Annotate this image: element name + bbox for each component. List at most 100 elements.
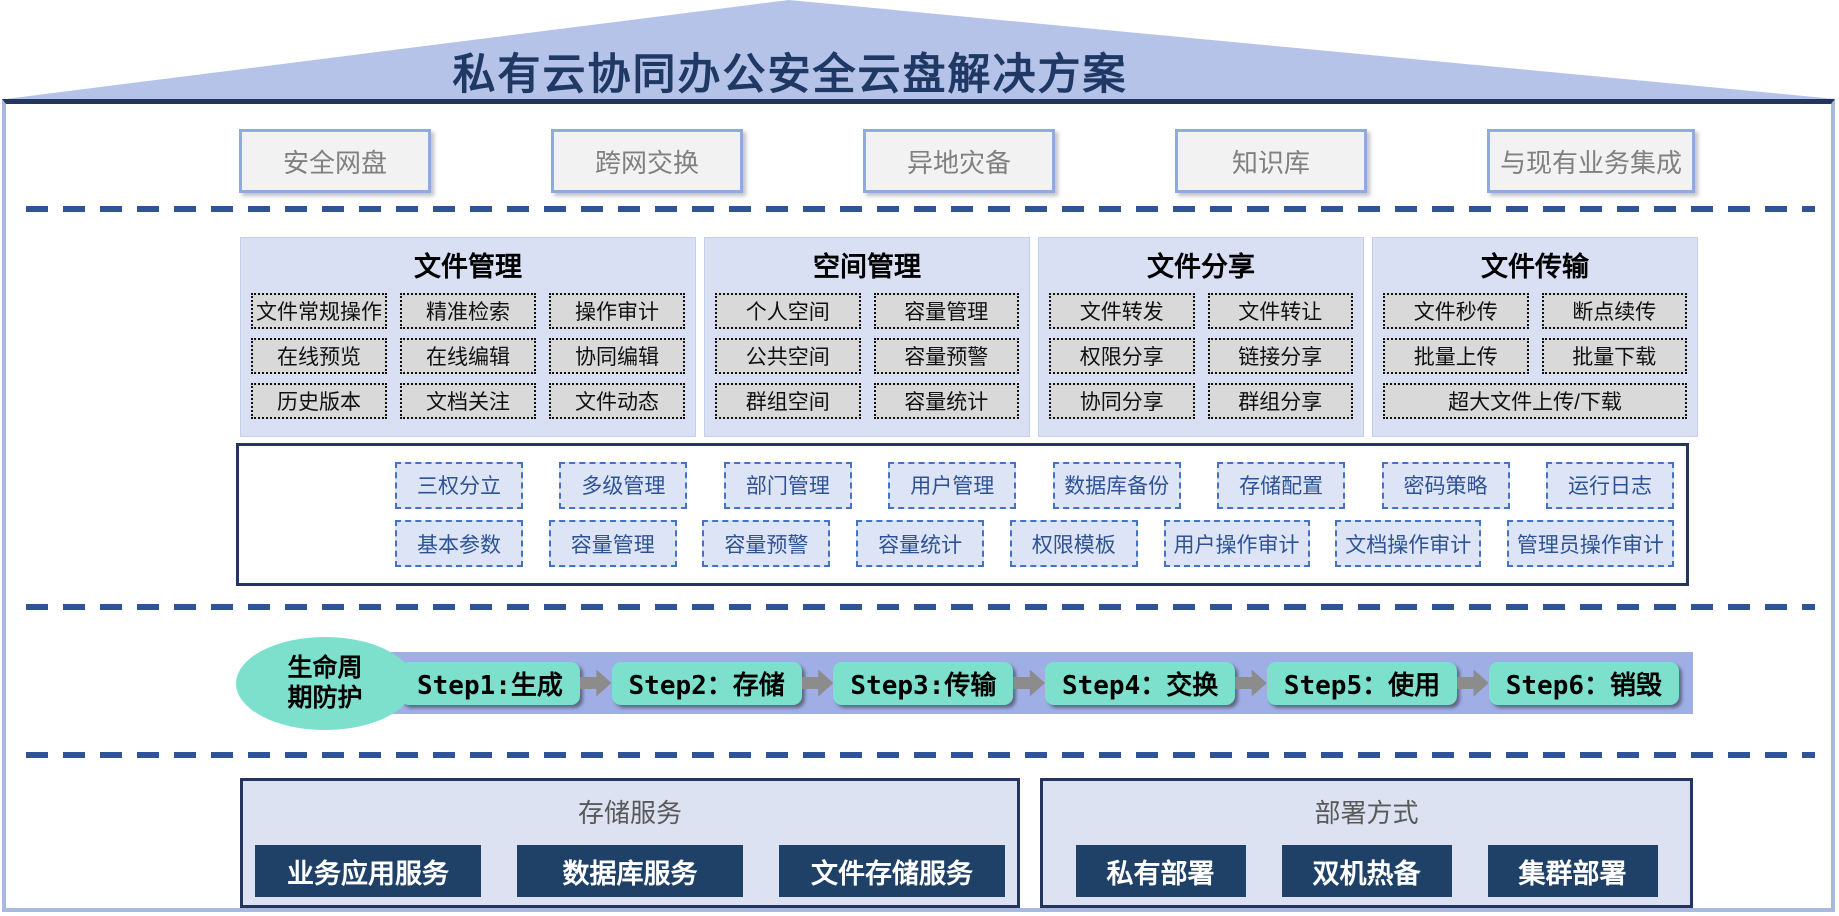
storage-buttons-row: 业务应用服务 数据库服务 文件存储服务	[243, 845, 1017, 897]
feature-item: 超大文件上传/下载	[1383, 383, 1687, 419]
capability-box-knowledge-base: 知识库	[1175, 129, 1367, 193]
admin-item: 部门管理	[723, 461, 852, 509]
feature-item: 文件动态	[549, 383, 685, 419]
feature-item: 操作审计	[549, 293, 685, 329]
admin-row: 三权分立 多级管理 部门管理 用户管理 数据库备份 存储配置 密码策略 运行日志	[395, 461, 1674, 509]
main-frame	[2, 99, 1835, 912]
feature-item: 文件转让	[1207, 293, 1353, 329]
feature-row: 文件转发 文件转让	[1049, 293, 1353, 329]
column-title: 文件传输	[1481, 252, 1589, 282]
admin-item: 管理员操作审计	[1506, 520, 1674, 568]
feature-item: 文件秒传	[1383, 293, 1529, 329]
arrow-right-icon	[1013, 669, 1045, 697]
feature-row: 公共空间 容量预警	[715, 338, 1019, 374]
section-title: 部署方式	[1314, 798, 1419, 828]
feature-item: 批量下载	[1541, 338, 1687, 374]
admin-panel: 三权分立 多级管理 部门管理 用户管理 数据库备份 存储配置 密码策略 运行日志…	[236, 443, 1689, 586]
arrow-right-icon	[579, 669, 612, 697]
admin-item: 三权分立	[395, 461, 523, 509]
deployment-buttons-row: 私有部署 双机热备 集群部署	[1043, 845, 1690, 897]
feature-columns: 文件管理 文件常规操作 精准检索 操作审计 在线预览 在线编辑 协同编辑 历史版…	[240, 237, 1698, 437]
feature-item: 文档关注	[400, 383, 536, 419]
lifecycle-step: Step4：交换	[1044, 661, 1236, 705]
column-space-management: 空间管理 个人空间 容量管理 公共空间 容量预警 群组空间 容量统计	[704, 237, 1030, 437]
feature-item: 公共空间	[715, 338, 861, 374]
dashed-separator-top	[26, 206, 1815, 212]
lifecycle-step: Step5：使用	[1266, 661, 1458, 705]
admin-item: 存储配置	[1217, 461, 1346, 509]
feature-item: 权限分享	[1049, 338, 1195, 374]
feature-item: 个人空间	[715, 293, 861, 329]
column-title: 空间管理	[813, 252, 921, 282]
admin-item: 容量管理	[548, 520, 677, 568]
column-title: 文件管理	[414, 252, 522, 282]
feature-row: 权限分享 链接分享	[1049, 338, 1353, 374]
lifecycle-step: Step3:传输	[833, 661, 1014, 705]
admin-item: 基本参数	[395, 520, 523, 568]
column-file-transfer: 文件传输 文件秒传 断点续传 批量上传 批量下载 超大文件上传/下载	[1372, 237, 1698, 437]
feature-item: 文件常规操作	[251, 293, 387, 329]
admin-item: 密码策略	[1381, 461, 1510, 509]
storage-service-item: 文件存储服务	[779, 845, 1005, 897]
admin-row: 基本参数 容量管理 容量预警 容量统计 权限模板 用户操作审计 文档操作审计 管…	[395, 520, 1674, 568]
admin-item: 用户操作审计	[1163, 520, 1310, 568]
feature-item: 容量统计	[873, 383, 1019, 419]
feature-row: 文件秒传 断点续传	[1383, 293, 1687, 329]
storage-service-item: 业务应用服务	[255, 845, 481, 897]
feature-item: 历史版本	[251, 383, 387, 419]
feature-item: 在线编辑	[400, 338, 536, 374]
lifecycle-badge: 生命周 期防护	[236, 637, 414, 730]
feature-item: 在线预览	[251, 338, 387, 374]
column-file-sharing: 文件分享 文件转发 文件转让 权限分享 链接分享 协同分享 群组分享	[1038, 237, 1364, 437]
column-file-management: 文件管理 文件常规操作 精准检索 操作审计 在线预览 在线编辑 协同编辑 历史版…	[240, 237, 696, 437]
capability-box-integration: 与现有业务集成	[1487, 129, 1695, 193]
storage-services-box: 存储服务 业务应用服务 数据库服务 文件存储服务	[240, 778, 1020, 908]
admin-item: 容量统计	[856, 520, 985, 568]
capability-box-remote-disaster: 异地灾备	[863, 129, 1055, 193]
feature-item: 协同分享	[1049, 383, 1195, 419]
arrow-right-icon	[1457, 669, 1489, 697]
dashed-separator-bottom	[26, 752, 1815, 758]
feature-item: 批量上传	[1383, 338, 1529, 374]
deployment-mode-item: 集群部署	[1487, 845, 1658, 897]
capability-box-secure-netdisk: 安全网盘	[239, 129, 431, 193]
lifecycle-badge-line: 期防护	[287, 683, 363, 712]
arrow-right-icon	[1235, 669, 1267, 697]
feature-item: 协同编辑	[549, 338, 685, 374]
feature-row: 协同分享 群组分享	[1049, 383, 1353, 419]
feature-row: 在线预览 在线编辑 协同编辑	[251, 338, 685, 374]
admin-item: 容量预警	[702, 520, 831, 568]
admin-item: 运行日志	[1545, 461, 1674, 509]
feature-item: 群组空间	[715, 383, 861, 419]
deployment-modes-box: 部署方式 私有部署 双机热备 集群部署	[1040, 778, 1693, 908]
feature-item: 容量预警	[873, 338, 1019, 374]
deployment-mode-item: 双机热备	[1281, 845, 1452, 897]
lifecycle-step: Step2：存储	[611, 661, 802, 705]
capability-box-cross-network: 跨网交换	[551, 129, 743, 193]
top-capability-row: 安全网盘 跨网交换 异地灾备 知识库 与现有业务集成	[239, 129, 1695, 193]
page-title: 私有云协同办公安全云盘解决方案	[452, 51, 1128, 99]
column-title: 文件分享	[1147, 252, 1255, 282]
feature-item: 容量管理	[873, 293, 1019, 329]
dashed-separator-middle	[26, 604, 1815, 610]
section-title: 存储服务	[577, 798, 682, 828]
admin-item: 多级管理	[559, 461, 688, 509]
feature-row: 超大文件上传/下载	[1383, 383, 1687, 419]
feature-row: 文件常规操作 精准检索 操作审计	[251, 293, 685, 329]
deployment-mode-item: 私有部署	[1075, 845, 1246, 897]
storage-service-item: 数据库服务	[517, 845, 743, 897]
lifecycle-bar: Step1:生成 Step2：存储 Step3:传输 Step4：交换 Step…	[352, 652, 1693, 714]
lifecycle-step: Step1:生成	[400, 661, 580, 705]
feature-row: 批量上传 批量下载	[1383, 338, 1687, 374]
admin-item: 文档操作审计	[1335, 520, 1482, 568]
admin-item: 用户管理	[888, 461, 1017, 509]
arrow-right-icon	[801, 669, 834, 697]
feature-row: 群组空间 容量统计	[715, 383, 1019, 419]
feature-item: 精准检索	[400, 293, 536, 329]
admin-item: 权限模板	[1009, 520, 1138, 568]
feature-row: 历史版本 文档关注 文件动态	[251, 383, 685, 419]
feature-item: 断点续传	[1541, 293, 1687, 329]
feature-item: 链接分享	[1207, 338, 1353, 374]
feature-item: 群组分享	[1207, 383, 1353, 419]
